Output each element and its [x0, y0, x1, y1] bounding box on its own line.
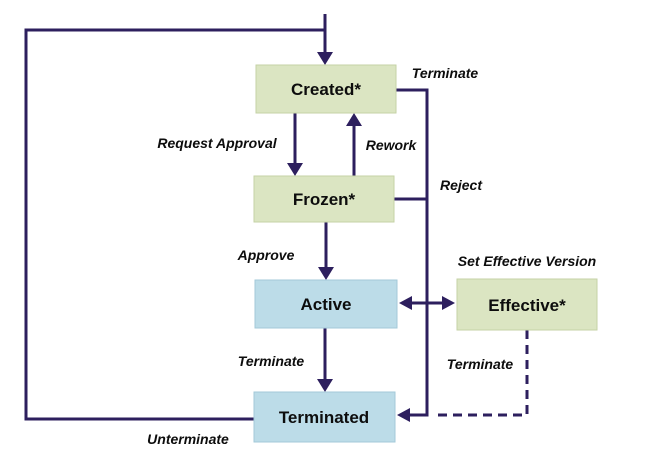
- label-terminate-effective: Terminate: [447, 356, 514, 372]
- state-terminated-label: Terminated: [279, 408, 369, 427]
- label-approve: Approve: [237, 247, 295, 263]
- state-frozen-label: Frozen*: [293, 190, 356, 209]
- label-unterminate: Unterminate: [147, 431, 229, 447]
- request-approval-arrowhead-icon: [287, 163, 303, 176]
- state-created: [255, 64, 397, 114]
- entry-arrowhead-icon: [317, 52, 333, 65]
- state-effective: [456, 278, 598, 331]
- label-set-effective-version: Set Effective Version: [458, 253, 597, 269]
- terminate-rail-line: [396, 88, 429, 417]
- state-effective-label: Effective*: [488, 296, 566, 315]
- set-effective-left-arrowhead-icon: [399, 296, 412, 310]
- state-active: [254, 279, 398, 329]
- label-reject: Reject: [440, 177, 483, 193]
- terminate-effective-dashed-line: [437, 330, 529, 417]
- set-effective-right-arrowhead-icon: [442, 296, 455, 310]
- state-active-label: Active: [300, 295, 351, 314]
- state-terminated: [253, 391, 396, 443]
- state-frozen: [253, 175, 395, 223]
- label-terminate-created: Terminate: [412, 65, 479, 81]
- label-rework: Rework: [366, 137, 418, 153]
- label-request-approval: Request Approval: [157, 135, 277, 151]
- state-created-label: Created*: [291, 80, 361, 99]
- rework-arrowhead-icon: [346, 113, 362, 126]
- terminate-active-arrowhead-icon: [317, 379, 333, 392]
- unterminate-loop-line: [24, 28, 325, 421]
- label-terminate-active: Terminate: [238, 353, 305, 369]
- terminated-in-arrowhead-icon: [397, 408, 410, 422]
- approve-arrowhead-icon: [318, 267, 334, 280]
